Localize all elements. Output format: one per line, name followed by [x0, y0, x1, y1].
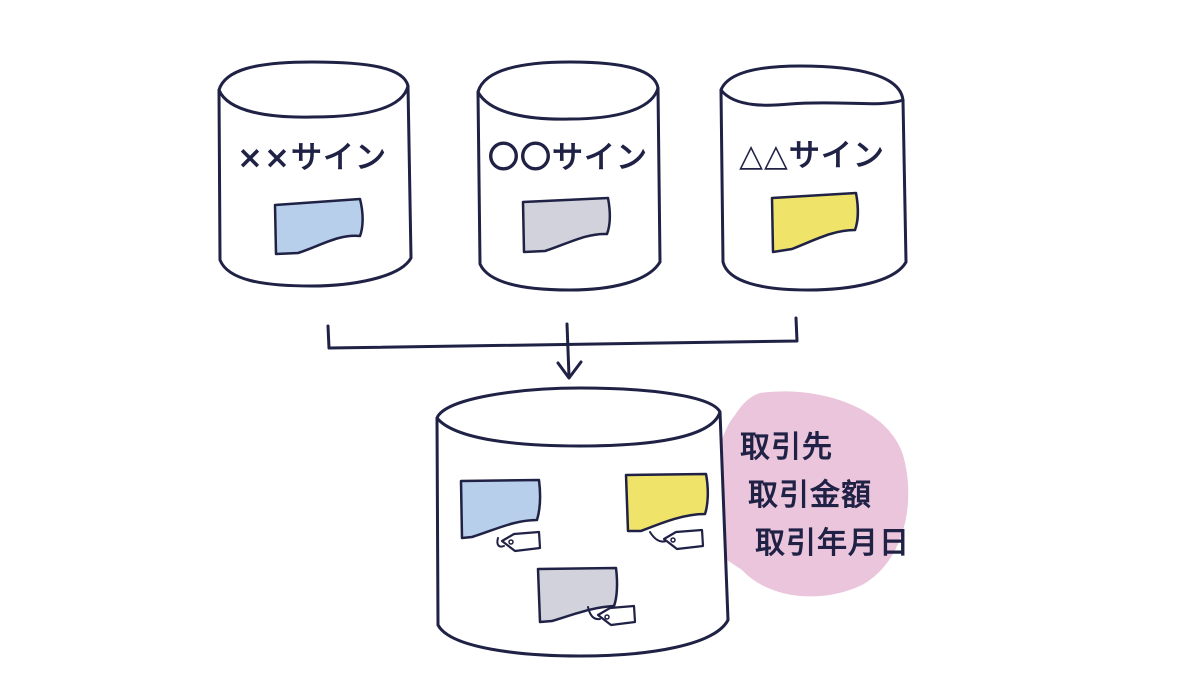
source-cylinder-oo: 〇〇サイン [476, 60, 662, 292]
tag-icon-yellow [662, 528, 705, 551]
down-arrow-head-icon [556, 360, 583, 380]
bubble-line-1: 取引先 [740, 430, 833, 465]
merged-document-yellow [624, 472, 710, 533]
tag-icon-blue [500, 530, 542, 553]
document-icon-blue [273, 197, 364, 256]
target-cylinder [435, 386, 730, 658]
bubble-line-2: 取引金額 [748, 478, 872, 513]
source-cylinder-tri: △△サイン [719, 64, 908, 292]
merged-document-gray [536, 566, 619, 624]
source-label-oo: 〇〇サイン [488, 140, 648, 176]
source-cylinder-xx: ××サイン [217, 60, 413, 288]
bubble-line-3: 取引年月日 [755, 526, 910, 561]
merge-connector [326, 316, 799, 380]
document-icon-gray [521, 196, 612, 254]
down-arrow-shaft [565, 322, 571, 378]
source-label-tri: △△サイン [739, 138, 885, 174]
document-icon-yellow [770, 191, 860, 254]
merged-document-blue [459, 478, 542, 540]
source-label-xx: ××サイン [237, 140, 387, 176]
tag-icon-gray [596, 604, 637, 627]
metadata-speech-bubble: 取引先 取引金額 取引年月日 [700, 391, 910, 597]
